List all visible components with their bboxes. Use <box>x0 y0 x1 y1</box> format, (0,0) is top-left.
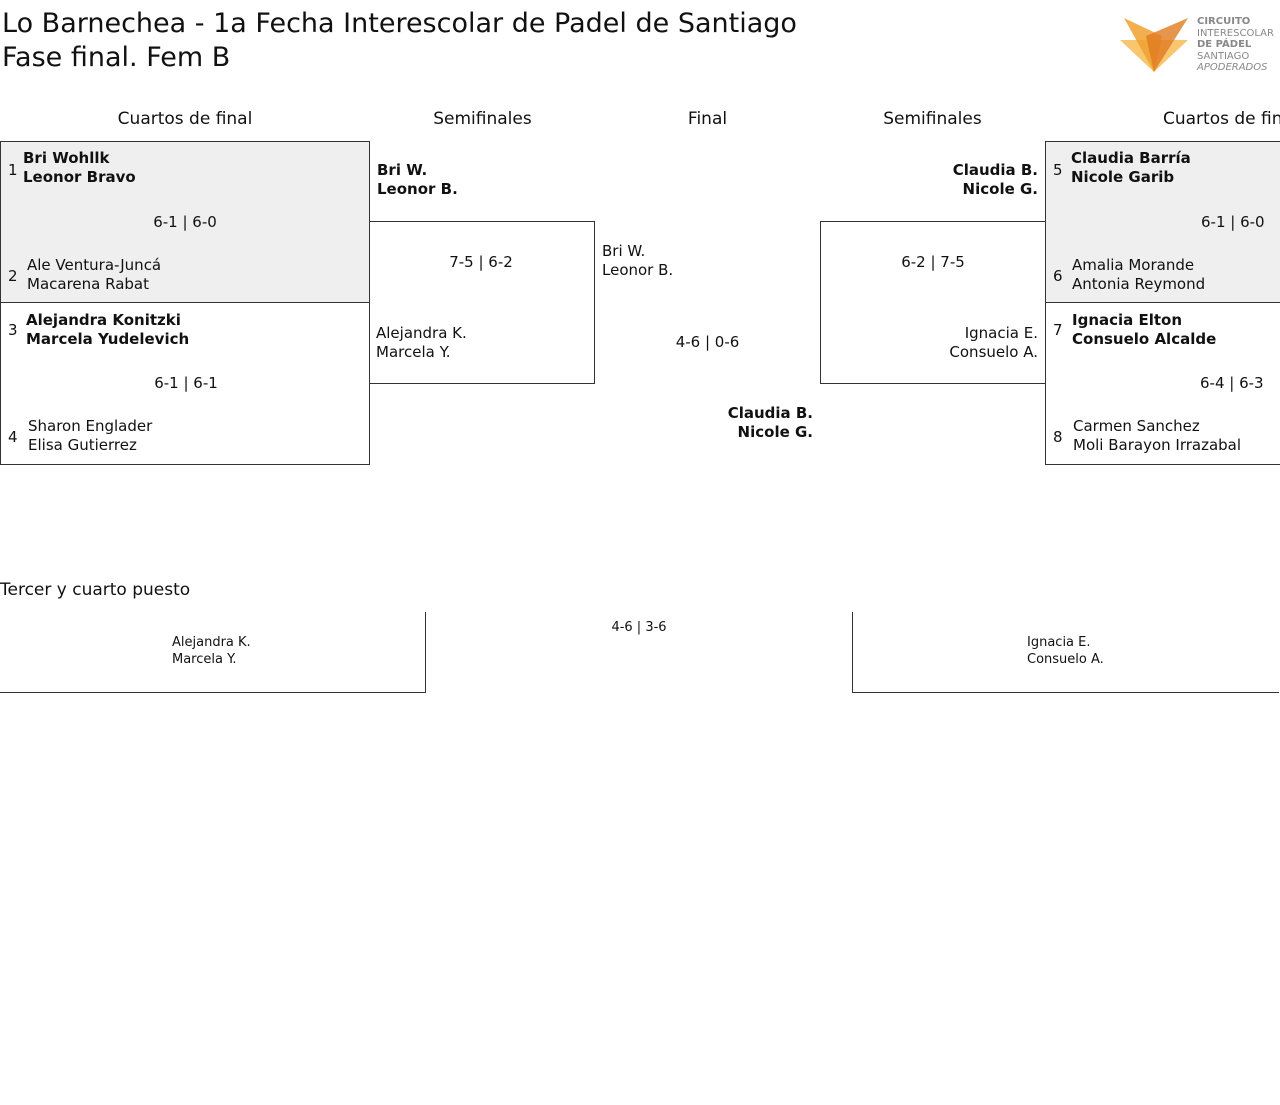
player-name: Elisa Gutierrez <box>28 436 137 454</box>
player-name: Claudia B. <box>727 404 813 422</box>
seed-number: 7 <box>1053 321 1063 339</box>
player-name: Amalia Morande <box>1072 256 1195 274</box>
third-place-title: Tercer y cuarto puesto <box>0 580 191 600</box>
team-name: Alejandra Konitzki Marcela Yudelevich <box>26 311 189 349</box>
seed-number: 5 <box>1053 161 1063 179</box>
player-name: Leonor Bravo <box>23 168 136 186</box>
sf-right-connector: 6-2 | 7-5 Ignacia E. Consuelo A. <box>820 221 1046 384</box>
logo-fox-icon <box>1120 18 1188 72</box>
header-sf-left: Semifinales <box>433 109 532 129</box>
player-name: Leonor B. <box>377 180 458 198</box>
third-place-right-bracket: Ignacia E. Consuelo A. <box>852 612 1279 693</box>
header-qf-left: Cuartos de final <box>117 109 253 129</box>
seed-number: 6 <box>1053 267 1063 285</box>
third-place-left-bracket: Alejandra K. Marcela Y. <box>0 612 426 693</box>
third-place-left-team: Alejandra K. Marcela Y. <box>172 634 251 668</box>
player-name: Nicole Garib <box>1071 168 1175 186</box>
final-team-left: Bri W. Leonor B. <box>602 242 673 280</box>
seed-number: 8 <box>1053 428 1063 446</box>
qf-left-match-2: 3 Alejandra Konitzki Marcela Yudelevich … <box>0 302 370 465</box>
player-name: Antonia Reymond <box>1072 275 1206 293</box>
sf-left-loser: Alejandra K. Marcela Y. <box>376 324 467 362</box>
player-name: Carmen Sanchez <box>1073 417 1200 435</box>
logo-line-1: CIRCUITO <box>1197 16 1251 27</box>
player-name: Marcela Y. <box>376 343 451 361</box>
header-final: Final <box>687 109 728 129</box>
qf-right-match-1: 5 Claudia Barría Nicole Garib 6-1 | 6-0 … <box>1045 141 1280 303</box>
match-score: 6-2 | 7-5 <box>901 253 965 271</box>
header-qf-right: Cuartos de final <box>1163 109 1280 129</box>
sf-right-loser: Ignacia E. Consuelo A. <box>949 324 1038 362</box>
sf-right-winner: Claudia B. Nicole G. <box>953 161 1038 199</box>
player-name: Marcela Y. <box>172 652 237 667</box>
player-name: Macarena Rabat <box>27 275 149 293</box>
player-name: Consuelo Alcalde <box>1072 330 1217 348</box>
team-name: Ale Ventura-Juncá Macarena Rabat <box>27 256 161 294</box>
qf-left-match-1: 1 Bri Wohllk Leonor Bravo 6-1 | 6-0 2 Al… <box>0 141 370 303</box>
page-subtitle: Fase final. Fem B <box>2 42 231 73</box>
player-name: Consuelo A. <box>949 343 1038 361</box>
player-name: Ignacia E. <box>1027 635 1091 650</box>
seed-number: 4 <box>8 428 18 446</box>
team-name: Ignacia Elton Consuelo Alcalde <box>1072 311 1216 349</box>
team-name: Carmen Sanchez Moli Barayon Irrazabal <box>1073 417 1241 455</box>
page-title: Lo Barnechea - 1a Fecha Interescolar de … <box>2 8 797 39</box>
final-team-right: Claudia B. Nicole G. <box>728 404 813 442</box>
player-name: Marcela Yudelevich <box>26 330 190 348</box>
logo-line-5: APODERADOS <box>1197 62 1268 73</box>
player-name: Alejandra Konitzki <box>26 311 181 329</box>
player-name: Leonor B. <box>602 261 674 279</box>
team-name: Bri Wohllk Leonor Bravo <box>23 149 136 187</box>
player-name: Nicole G. <box>737 423 813 441</box>
player-name: Consuelo A. <box>1027 652 1104 667</box>
player-name: Sharon Englader <box>28 417 153 435</box>
third-place-score: 4-6 | 3-6 <box>611 620 667 635</box>
qf-right-match-2: 7 Ignacia Elton Consuelo Alcalde 6-4 | 6… <box>1045 302 1280 465</box>
third-place-right-team: Ignacia E. Consuelo A. <box>1027 634 1104 668</box>
player-name: Alejandra K. <box>172 635 251 650</box>
logo-line-3: DE PÁDEL <box>1197 39 1252 50</box>
team-name: Amalia Morande Antonia Reymond <box>1072 256 1205 294</box>
team-name: Sharon Englader Elisa Gutierrez <box>28 417 152 455</box>
header-sf-right: Semifinales <box>883 109 982 129</box>
match-score: 7-5 | 6-2 <box>449 253 513 271</box>
sf-left-winner: Bri W. Leonor B. <box>377 161 458 199</box>
final-score: 4-6 | 0-6 <box>675 333 740 351</box>
logo-line-4: SANTIAGO <box>1197 50 1250 62</box>
player-name: Bri Wohllk <box>23 149 110 167</box>
match-score: 6-1 | 6-1 <box>154 374 218 392</box>
player-name: Claudia Barría <box>1071 149 1191 167</box>
player-name: Moli Barayon Irrazabal <box>1073 436 1242 454</box>
player-name: Nicole G. <box>962 180 1038 198</box>
player-name: Alejandra K. <box>376 324 467 342</box>
player-name: Ignacia Elton <box>1072 311 1183 329</box>
match-score: 6-4 | 6-3 <box>1200 374 1264 392</box>
match-score: 6-1 | 6-0 <box>1201 213 1265 231</box>
sf-left-connector: 7-5 | 6-2 Alejandra K. Marcela Y. <box>369 221 595 384</box>
logo-line-2: INTERESCOLAR <box>1197 27 1274 39</box>
match-score: 6-1 | 6-0 <box>153 213 217 231</box>
player-name: Bri W. <box>377 161 428 179</box>
player-name: Ignacia E. <box>964 324 1038 342</box>
seed-number: 1 <box>8 161 18 179</box>
team-name: Claudia Barría Nicole Garib <box>1071 149 1191 187</box>
player-name: Bri W. <box>602 242 646 260</box>
seed-number: 2 <box>8 267 18 285</box>
seed-number: 3 <box>8 321 18 339</box>
logo: CIRCUITO INTERESCOLAR DE PÁDEL SANTIAGO … <box>1118 14 1280 76</box>
player-name: Ale Ventura-Juncá <box>27 256 162 274</box>
player-name: Claudia B. <box>952 161 1038 179</box>
